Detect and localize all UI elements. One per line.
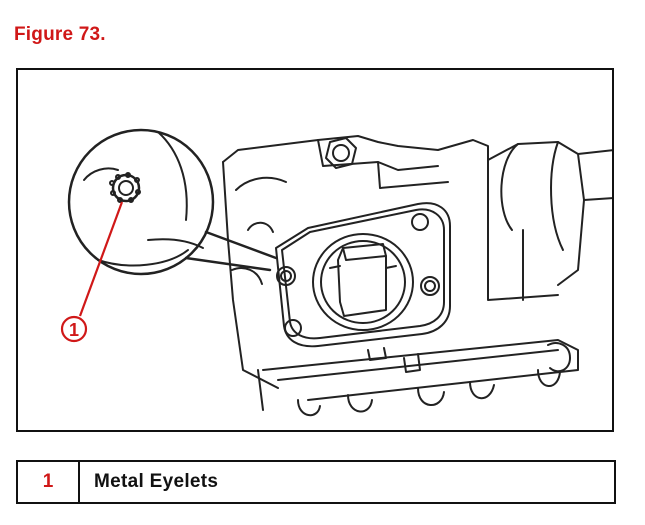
legend-label: Metal Eyelets bbox=[94, 471, 219, 492]
callout-marker bbox=[60, 201, 124, 343]
callout-number: 1 bbox=[69, 320, 79, 340]
figure-illustration: 1 bbox=[16, 68, 614, 432]
legend-table: 1 Metal Eyelets bbox=[16, 460, 616, 504]
legend-number: 1 bbox=[18, 462, 80, 502]
engine-cover-eyelet-illustration: 1 bbox=[60, 128, 612, 416]
figure-title: Figure 73. bbox=[14, 24, 106, 45]
